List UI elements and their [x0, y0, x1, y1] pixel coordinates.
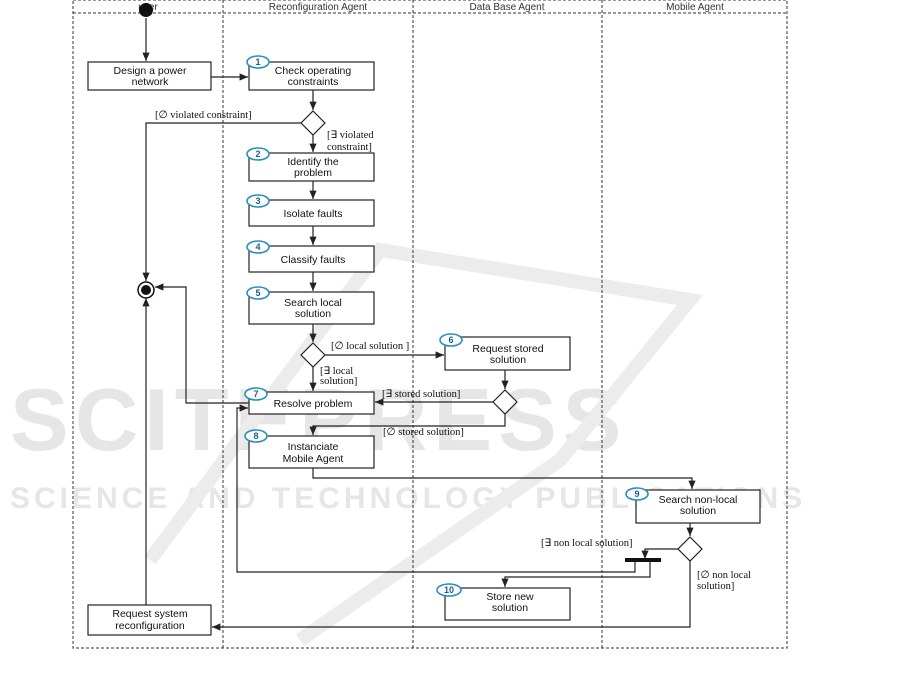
svg-text:Store new: Store new: [486, 591, 534, 603]
svg-text:Classify faults: Classify faults: [281, 254, 346, 266]
initial-node: [139, 3, 153, 17]
svg-text:constraint]: constraint]: [327, 142, 372, 153]
svg-text:reconfiguration: reconfiguration: [115, 620, 185, 632]
svg-text:Request stored: Request stored: [472, 343, 543, 355]
svg-text:constraints: constraints: [288, 76, 339, 88]
svg-text:8: 8: [253, 431, 258, 441]
svg-text:10: 10: [444, 585, 454, 595]
svg-text:1: 1: [255, 57, 260, 67]
guards: [∅ violated constraint] [∃ violatedconst…: [155, 110, 751, 592]
svg-text:Instanciate: Instanciate: [288, 441, 339, 453]
action-3-isolate-faults: Isolate faults 3: [246, 194, 375, 227]
svg-text:[∃ non local solution]: [∃ non local solution]: [541, 537, 633, 549]
svg-text:5: 5: [255, 288, 260, 298]
svg-text:Search non-local: Search non-local: [659, 494, 738, 506]
svg-text:9: 9: [634, 489, 639, 499]
svg-text:[∅ stored solution]: [∅ stored solution]: [383, 427, 464, 438]
svg-text:solution]: solution]: [697, 581, 734, 592]
svg-text:Check operating: Check operating: [275, 65, 352, 77]
svg-text:solution]: solution]: [320, 376, 357, 387]
lane-mobile-agent: Mobile Agent: [666, 2, 724, 13]
svg-text:[∅ non local: [∅ non local: [697, 570, 751, 581]
svg-text:[∅ violated constraint]: [∅ violated constraint]: [155, 110, 252, 121]
svg-text:Search local: Search local: [284, 297, 342, 309]
svg-text:Mobile Agent: Mobile Agent: [283, 453, 344, 465]
svg-text:[∃ violated: [∃ violated: [327, 129, 374, 141]
watermark: SCITEPRESS SCIENCE AND TECHNOLOGY PUBLIC…: [10, 242, 802, 646]
svg-text:Identify the: Identify the: [287, 156, 339, 168]
svg-text:solution: solution: [295, 308, 331, 320]
svg-text:4: 4: [255, 242, 260, 252]
svg-text:[∃ stored solution]: [∃ stored solution]: [382, 388, 460, 400]
final-node: [137, 281, 155, 299]
svg-text:2: 2: [255, 149, 260, 159]
svg-text:solution: solution: [680, 505, 716, 517]
svg-text:Isolate faults: Isolate faults: [284, 208, 343, 220]
decision-nodes: [300, 110, 703, 562]
action-4-classify-faults: Classify faults 4: [246, 240, 375, 273]
svg-text:[∅ local solution ]: [∅ local solution ]: [331, 341, 409, 352]
svg-text:Resolve problem: Resolve problem: [274, 398, 353, 410]
svg-text:Design a power: Design a power: [114, 65, 187, 77]
svg-text:7: 7: [253, 389, 258, 399]
svg-text:network: network: [132, 76, 170, 88]
svg-text:Request system: Request system: [112, 608, 188, 620]
action-7-resolve-problem: Resolve problem 7: [244, 387, 375, 415]
lane-reconfiguration-agent: Reconfiguration Agent: [269, 2, 368, 13]
flows: [142, 18, 696, 631]
svg-text:[∃ local: [∃ local: [320, 365, 353, 377]
fork-bar: [625, 558, 661, 562]
svg-text:problem: problem: [294, 167, 332, 179]
svg-text:solution: solution: [492, 602, 528, 614]
swimlanes: user Reconfiguration Agent Data Base Age…: [72, 0, 788, 649]
lane-database-agent: Data Base Agent: [469, 2, 544, 13]
svg-text:solution: solution: [490, 354, 526, 366]
svg-text:3: 3: [255, 196, 260, 206]
svg-text:6: 6: [448, 335, 453, 345]
